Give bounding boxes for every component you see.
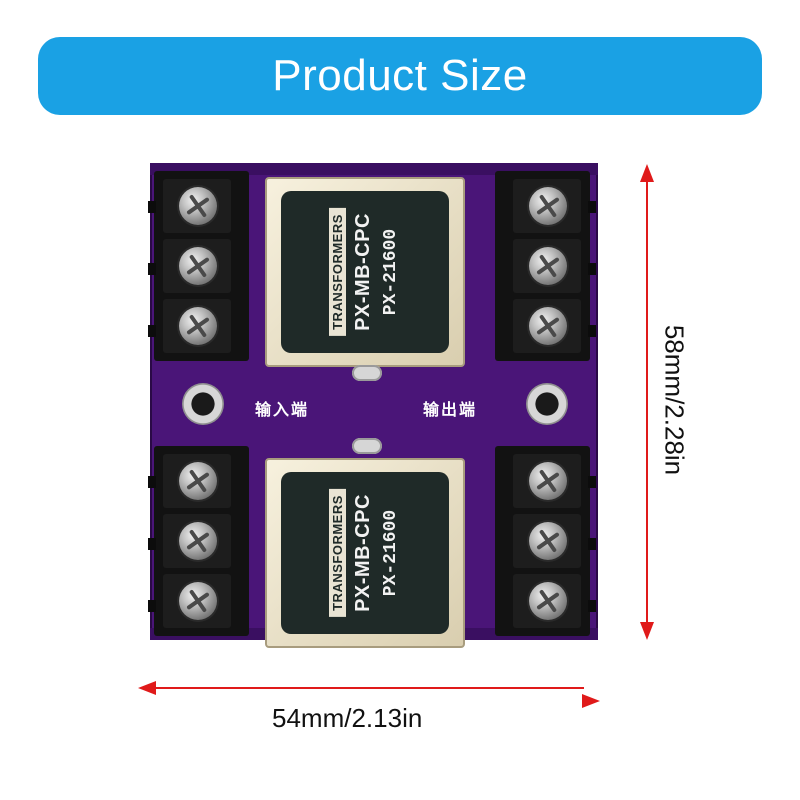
terminal-slot: [513, 514, 581, 568]
terminal-slot: [163, 239, 231, 293]
terminal-slot: [163, 179, 231, 233]
transformer-face: TRANSFORMERS PX-MB-CPC PX-21600: [281, 472, 449, 634]
transformer-model: PX-MB-CPC: [352, 494, 374, 612]
width-label: 54mm/2.13in: [272, 703, 423, 733]
terminal-slot: [163, 514, 231, 568]
transformer-part: PX-21600: [381, 228, 401, 316]
banner-title: Product Size: [272, 51, 528, 100]
terminal-block-bottom-left: [148, 446, 249, 636]
terminal-slot: [513, 179, 581, 233]
screw-icon: [529, 522, 567, 560]
terminal-slot: [163, 299, 231, 353]
transformer-face: TRANSFORMERS PX-MB-CPC PX-21600: [281, 191, 449, 353]
terminal-block-bottom-right: [495, 446, 596, 636]
output-label: 输出端: [423, 400, 478, 419]
screw-icon: [179, 462, 217, 500]
transformer-brand: TRANSFORMERS: [329, 489, 346, 617]
screw-icon: [179, 247, 217, 285]
screw-icon: [529, 247, 567, 285]
screw-icon: [529, 307, 567, 345]
height-label: 58mm/2.28in: [659, 324, 690, 476]
screw-icon: [179, 307, 217, 345]
terminal-slot: [163, 574, 231, 628]
mounting-hole: [182, 383, 224, 425]
transformer-brand: TRANSFORMERS: [329, 208, 346, 336]
transformer-model: PX-MB-CPC: [352, 213, 374, 331]
screw-icon: [179, 582, 217, 620]
terminal-slot: [513, 239, 581, 293]
screw-icon: [179, 187, 217, 225]
screw-icon: [529, 462, 567, 500]
input-label: 输入端: [255, 400, 310, 419]
terminal-block-top-right: [495, 171, 596, 361]
transformer-top: TRANSFORMERS PX-MB-CPC PX-21600: [265, 177, 465, 367]
terminal-slot: [163, 454, 231, 508]
screw-icon: [529, 582, 567, 620]
terminal-block-top-left: [148, 171, 249, 361]
transformer-pin: [352, 365, 382, 381]
terminal-slot: [513, 454, 581, 508]
pcb-board: TRANSFORMERS PX-MB-CPC PX-21600 TRANSFOR…: [148, 163, 598, 648]
screw-icon: [529, 187, 567, 225]
terminal-slot: [513, 574, 581, 628]
board-top-edge: [150, 163, 598, 175]
transformer-bottom: TRANSFORMERS PX-MB-CPC PX-21600: [265, 458, 465, 648]
mounting-hole: [526, 383, 568, 425]
transformer-pin: [352, 438, 382, 454]
transformer-part: PX-21600: [381, 509, 401, 597]
title-banner: Product Size: [38, 37, 762, 115]
terminal-slot: [513, 299, 581, 353]
screw-icon: [179, 522, 217, 560]
